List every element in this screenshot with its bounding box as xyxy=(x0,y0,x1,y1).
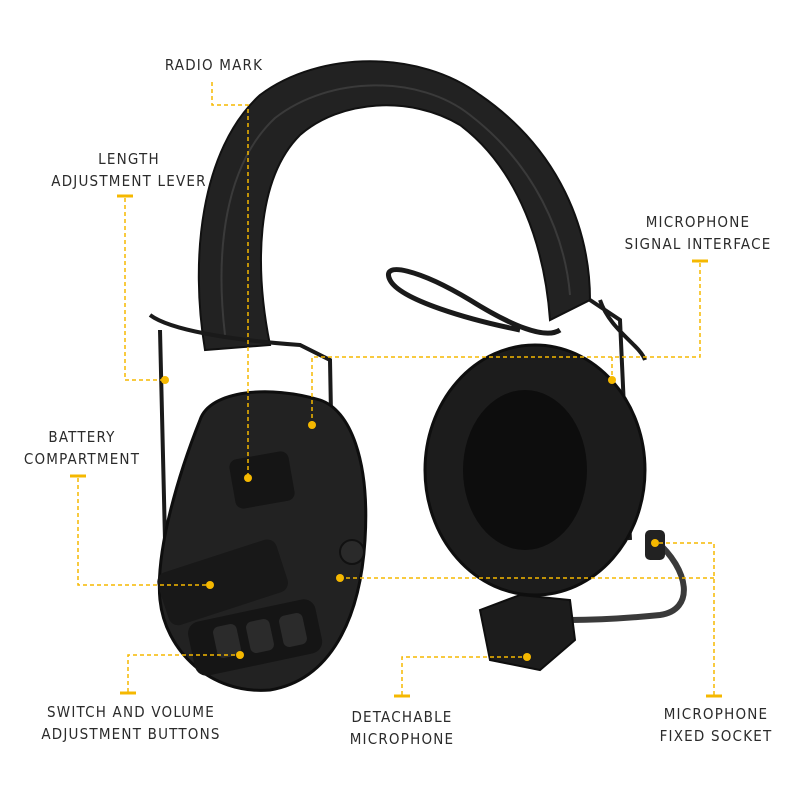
signal-interface-line1: MICROPHONE xyxy=(645,213,751,231)
fixed-socket-line1: MICROPHONE xyxy=(663,705,769,723)
headband xyxy=(197,60,592,352)
microphone-head xyxy=(478,593,577,672)
headband-stitch xyxy=(220,84,571,336)
cable xyxy=(386,267,562,336)
label-microphone-signal-interface: MICROPHONE SIGNAL INTERFACE xyxy=(625,211,772,255)
radio-mark-line1: RADIO MARK xyxy=(164,56,264,74)
label-length-adjustment-lever: LENGTH ADJUSTMENT LEVER xyxy=(51,148,206,192)
mic-boom xyxy=(569,537,687,623)
label-underlines xyxy=(70,194,722,698)
button-1 xyxy=(213,623,241,659)
label-detachable-microphone: DETACHABLE MICROPHONE xyxy=(350,706,455,750)
side-knob xyxy=(339,539,365,565)
leader-lines xyxy=(77,82,715,695)
headband-wire-left xyxy=(148,313,337,631)
battery-compartment-line2: COMPARTMENT xyxy=(23,450,141,468)
detachable-microphone-line1: DETACHABLE xyxy=(351,708,453,726)
radio-mark-patch xyxy=(229,451,295,509)
switch-volume-line2: ADJUSTMENT BUTTONS xyxy=(41,725,221,743)
length-adjustment-line2: ADJUSTMENT LEVER xyxy=(51,172,207,190)
label-microphone-fixed-socket: MICROPHONE FIXED SOCKET xyxy=(660,703,773,747)
detachable-microphone-line2: MICROPHONE xyxy=(349,730,455,748)
signal-interface-line2: SIGNAL INTERFACE xyxy=(624,235,772,253)
battery-compartment-line1: BATTERY xyxy=(48,428,116,446)
label-battery-compartment: BATTERY COMPARTMENT xyxy=(24,426,140,470)
length-adjustment-line1: LENGTH xyxy=(98,150,160,168)
battery-door xyxy=(157,539,288,626)
right-ear-inner xyxy=(463,390,587,550)
leader-dots xyxy=(161,376,659,661)
fixed-socket-line2: FIXED SOCKET xyxy=(659,727,773,745)
button-2 xyxy=(246,618,274,654)
switch-volume-line1: SWITCH AND VOLUME xyxy=(47,703,215,721)
label-radio-mark: RADIO MARK xyxy=(165,54,263,76)
label-switch-volume-buttons: SWITCH AND VOLUME ADJUSTMENT BUTTONS xyxy=(41,701,220,745)
button-3 xyxy=(279,612,307,648)
